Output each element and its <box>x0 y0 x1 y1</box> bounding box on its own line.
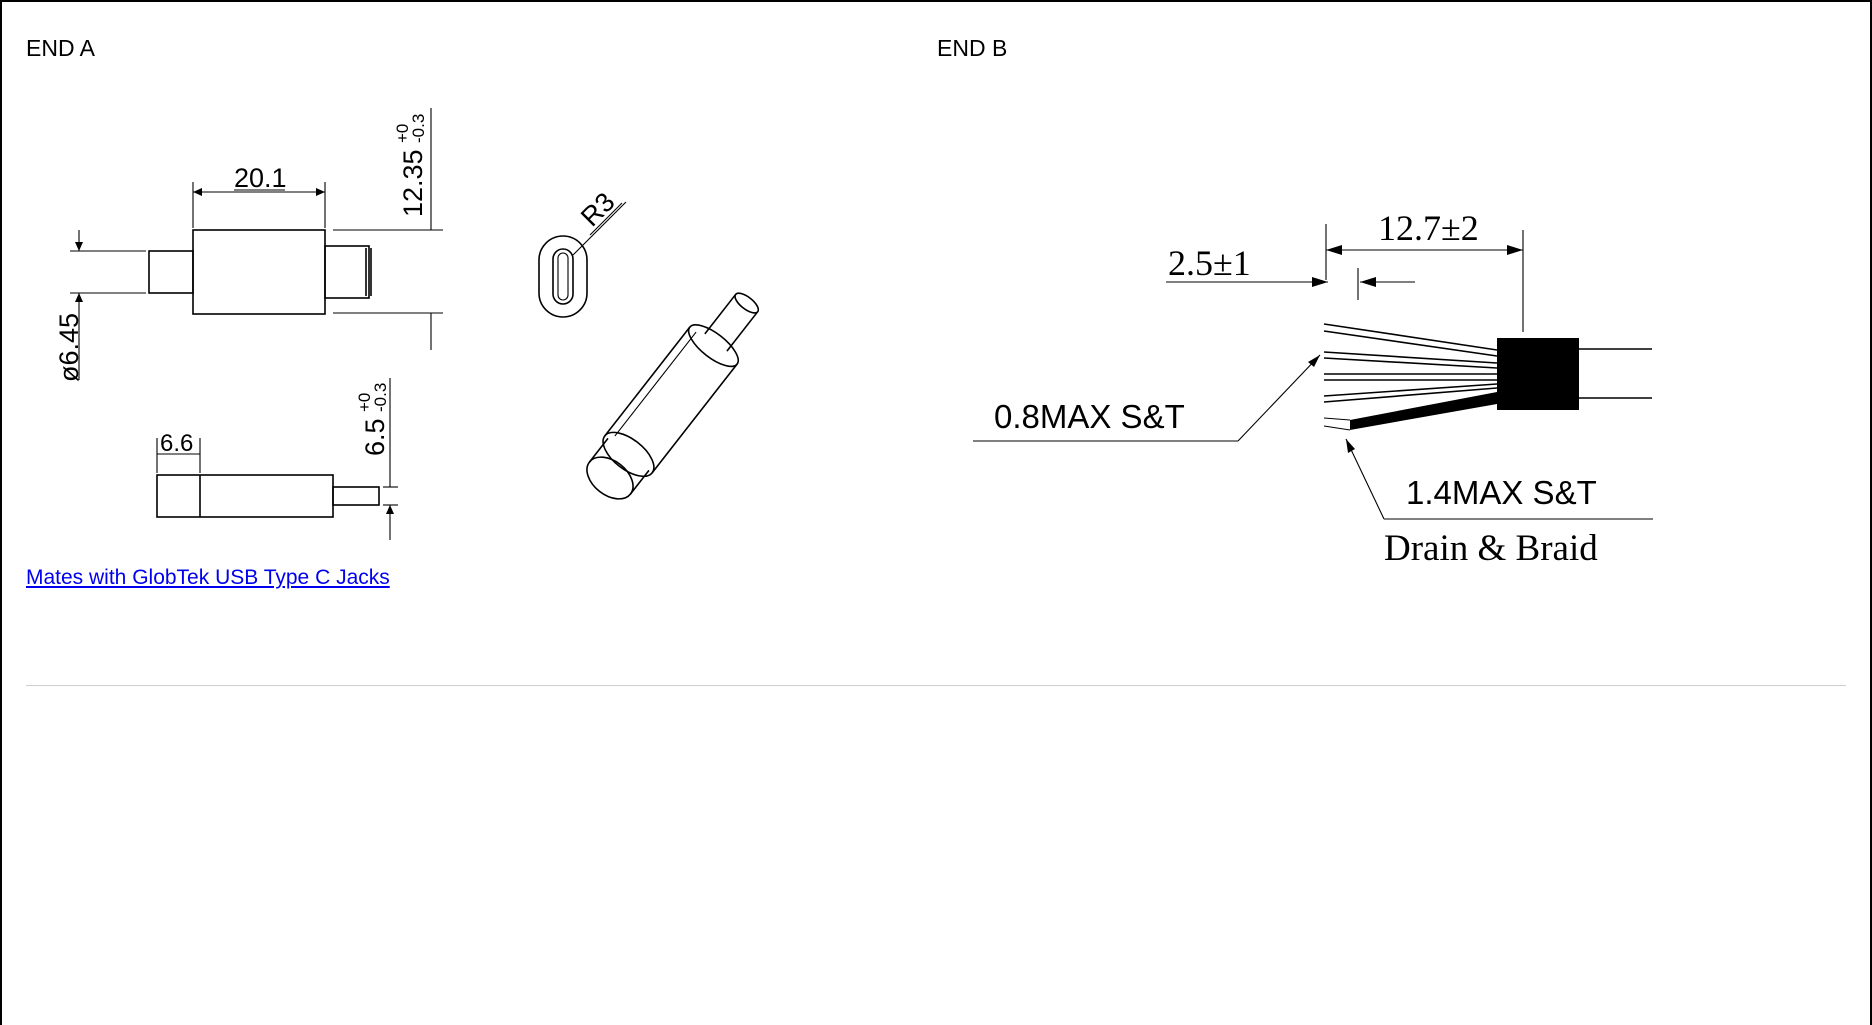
dim-height-tol-minus: -0.3 <box>409 114 428 143</box>
conductor-spec-text: 0.8MAX S&T <box>994 398 1185 435</box>
drain-label-text: Drain & Braid <box>1384 528 1598 569</box>
dim-height: 12.35 +0 -0.3 <box>333 108 443 350</box>
end-b-drawing: 12.7±2 2.5±1 0.8MAX S&T <box>973 208 1653 569</box>
dim-diameter: ø6.45 <box>54 230 146 382</box>
wire-bundle <box>1323 323 1498 431</box>
dim-length-text: 20.1 <box>234 163 287 193</box>
dim-thickness-tol-plus: +0 <box>355 393 374 412</box>
connector-front-view: R3 <box>538 187 627 318</box>
dim-thickness-tol-minus: -0.3 <box>371 383 390 412</box>
dim-strip-short-text: 2.5±1 <box>1168 243 1251 283</box>
dim-radius-text: R3 <box>575 187 621 233</box>
dim-height-tol-plus: +0 <box>393 124 412 143</box>
connector-top-view: 6.6 6.5 +0 -0.3 <box>156 378 398 540</box>
end-a-label: END A <box>26 35 96 61</box>
section-divider <box>26 685 1846 686</box>
leader-conductor: 0.8MAX S&T <box>973 354 1321 442</box>
cable-jacket <box>1497 338 1652 410</box>
dim-strip-short: 2.5±1 <box>1166 243 1415 300</box>
dim-strip-long-text: 12.7±2 <box>1378 208 1479 248</box>
connector-iso-view <box>586 292 760 500</box>
mates-link[interactable]: Mates with GlobTek USB Type C Jacks <box>26 566 390 589</box>
dim-length: 20.1 <box>192 163 326 228</box>
connector-side-view <box>148 229 372 315</box>
dim-diameter-text: ø6.45 <box>54 313 84 382</box>
dim-height-text: 12.35 <box>398 149 428 217</box>
dim-thickness-text: 6.5 <box>360 418 390 456</box>
drain-spec-text: 1.4MAX S&T <box>1406 474 1597 511</box>
dim-strip-long: 12.7±2 <box>1325 208 1524 332</box>
end-a-drawing: 20.1 12.35 +0 -0.3 ø6.45 R3 <box>54 108 760 540</box>
dim-width-text: 6.6 <box>160 430 193 457</box>
end-b-label: END B <box>937 35 1008 61</box>
leader-drain: 1.4MAX S&T Drain & Braid <box>1345 438 1653 569</box>
